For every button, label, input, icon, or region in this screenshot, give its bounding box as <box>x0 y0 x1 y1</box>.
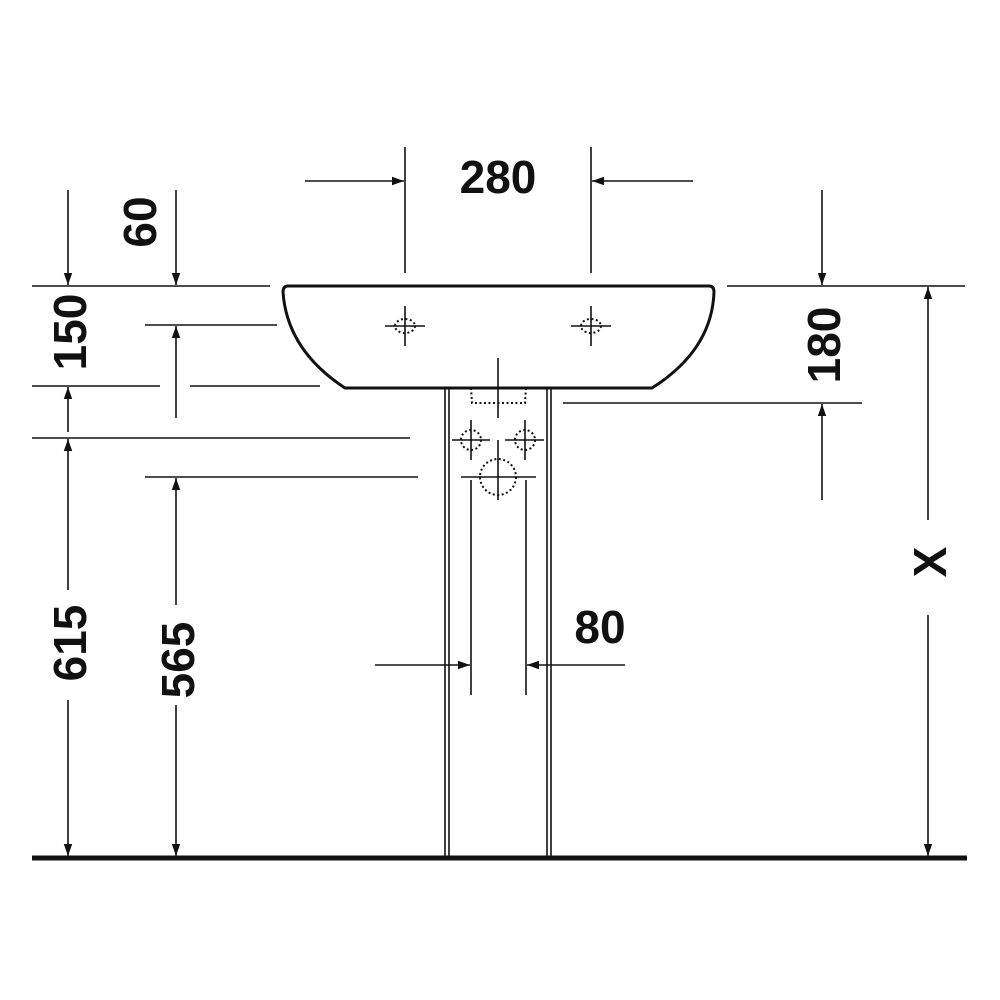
basin-outline <box>281 284 716 390</box>
svg-text:565: 565 <box>152 622 204 699</box>
dimension-565: 565 <box>152 478 204 856</box>
svg-text:180: 180 <box>798 307 850 384</box>
svg-text:150: 150 <box>44 294 96 371</box>
dimension-615: 615 <box>44 439 96 856</box>
svg-text:615: 615 <box>44 605 96 682</box>
pedestal <box>444 388 552 857</box>
dimension-80: 80 <box>375 480 626 695</box>
dimension-60: 60 <box>63 190 181 285</box>
svg-text:60: 60 <box>114 196 166 247</box>
waste-outlet-icon <box>470 358 527 418</box>
supply-connections-icon <box>452 420 544 500</box>
svg-text:280: 280 <box>460 151 537 203</box>
dimension-280: 280 <box>305 147 693 273</box>
tap-hole-left-icon <box>385 306 425 346</box>
dimension-x: X <box>904 287 956 856</box>
tap-hole-right-icon <box>571 306 611 346</box>
svg-text:X: X <box>904 546 956 577</box>
dimension-150: 150 <box>44 294 181 432</box>
left-extension-lines <box>32 285 418 478</box>
dimension-180: 180 <box>563 190 965 500</box>
svg-text:80: 80 <box>574 601 625 653</box>
